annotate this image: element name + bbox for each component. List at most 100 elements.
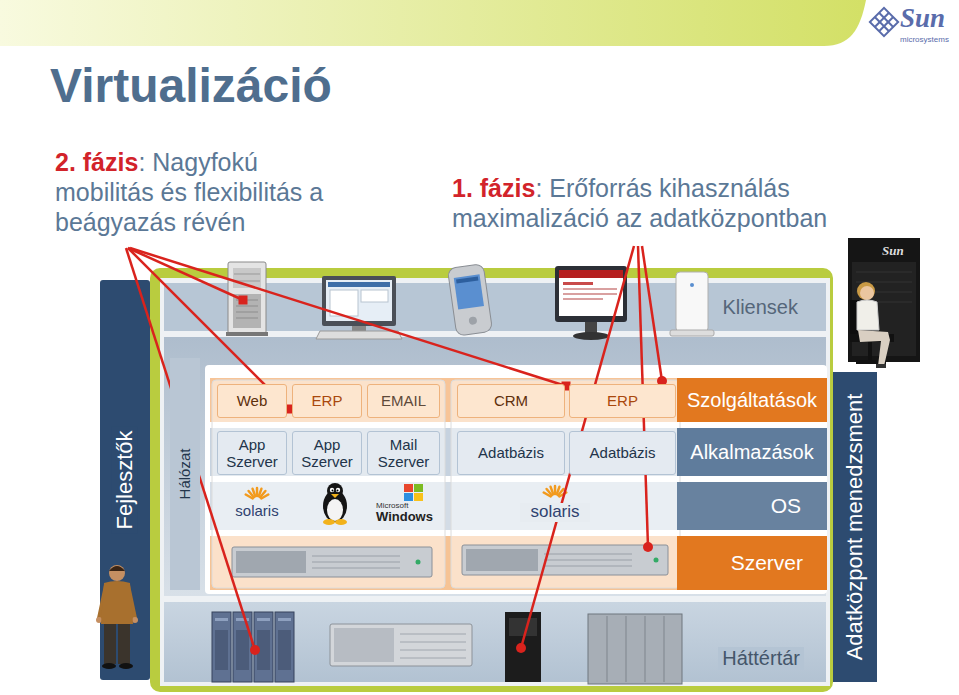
storage-server <box>400 650 466 651</box>
leader-line <box>642 246 662 381</box>
sun-logo-mark <box>875 13 889 27</box>
storage-cluster <box>275 612 294 682</box>
storage-array <box>588 614 682 684</box>
storage-band-fill <box>164 602 826 682</box>
lcd-monitor <box>573 332 609 340</box>
node-label: Háttértár <box>718 647 804 670</box>
linux-penguin <box>337 490 339 492</box>
tower-pc <box>226 262 268 336</box>
rack-server <box>236 551 306 573</box>
client-band: Kliensek <box>164 283 826 331</box>
linux-penguin <box>332 490 334 492</box>
developer-person <box>132 617 138 623</box>
rack-server <box>232 545 668 577</box>
tower-pc <box>234 274 260 275</box>
tower-pc <box>236 318 258 319</box>
rack-server <box>544 554 632 555</box>
node-label: Adatbázis <box>478 444 544 461</box>
storage-array <box>607 616 608 682</box>
application-box: Mail Szerver <box>367 431 440 475</box>
storage-cluster <box>257 618 270 621</box>
desktop-monitor <box>326 280 392 321</box>
leader-line <box>128 248 243 300</box>
desktop-monitor <box>322 276 396 326</box>
layer-band: Szolgáltatások <box>677 378 827 422</box>
service-box: ERP <box>292 384 362 418</box>
layer-band: OS <box>677 482 827 530</box>
rack-server <box>232 547 432 577</box>
desktop-monitor <box>328 282 390 287</box>
storage-band: Háttértár <box>164 602 826 682</box>
phase-note: 1. fázis: Erőforrás kihasználás maximali… <box>452 173 850 233</box>
datacenter-panel <box>164 337 827 596</box>
storage-array <box>626 616 627 682</box>
logo-text: Sun <box>882 244 904 258</box>
thin-client <box>670 330 714 336</box>
storage-server <box>330 624 472 666</box>
developer-band-fill <box>100 280 150 680</box>
node-label: ERP <box>607 392 638 409</box>
rack-server <box>416 560 421 565</box>
lcd-monitor <box>559 270 623 316</box>
tower-pc <box>233 294 261 328</box>
sun-logo-mark <box>879 17 893 31</box>
application-box: App Szerver <box>292 431 362 475</box>
developer-band: Fejlesztők <box>100 280 150 680</box>
thin-client <box>690 283 694 287</box>
solaris-rays <box>253 489 256 497</box>
storage-server <box>400 634 466 635</box>
developer-person <box>96 617 102 623</box>
application-box: Adatbázis <box>569 431 676 475</box>
solaris-rays <box>246 488 269 499</box>
linux-penguin <box>335 519 347 525</box>
lcd-monitor <box>563 288 617 290</box>
tape-library <box>509 618 537 636</box>
storage-server <box>400 642 466 643</box>
slide-title: Virtualizáció <box>50 60 332 113</box>
rack-server <box>312 556 400 557</box>
storage-server <box>334 628 394 662</box>
storage-array <box>664 616 665 682</box>
windows-flag <box>414 493 423 501</box>
developer-person <box>119 663 133 669</box>
tower-pc <box>228 262 266 334</box>
node-label: ERP <box>312 392 343 409</box>
storage-server <box>400 658 466 659</box>
phase-heading: 2. fázis <box>55 148 138 176</box>
node-label: Web <box>237 392 268 409</box>
node-label: Adatközpont menedzsment <box>842 394 868 661</box>
developer-person <box>104 622 116 664</box>
node-label: Fejlesztők <box>112 426 138 533</box>
sun-rack <box>856 272 912 273</box>
lcd-monitor <box>555 266 627 340</box>
storage-cluster <box>236 618 249 621</box>
network-band: Hálózat <box>170 358 200 590</box>
rack-server <box>466 549 538 571</box>
developer-person <box>96 565 138 669</box>
layer-rows <box>210 428 827 476</box>
lcd-monitor <box>559 270 623 278</box>
lcd-monitor <box>563 298 603 300</box>
node-label: EMAIL <box>381 392 426 409</box>
service-box: CRM <box>457 384 565 418</box>
sun-logo-mark <box>870 8 898 36</box>
leader-marker <box>516 643 526 653</box>
linux-penguin <box>327 483 343 499</box>
pda-device <box>447 264 492 336</box>
node-label: Hálózat <box>176 449 194 500</box>
storage-cluster <box>233 612 252 682</box>
lcd-monitor <box>563 282 593 285</box>
node-label: Kliensek <box>718 296 802 319</box>
pda-device <box>447 264 492 336</box>
desktop-monitor <box>352 326 366 331</box>
manager-person <box>876 364 886 368</box>
rack-server <box>544 566 632 567</box>
storage-cluster <box>212 612 231 682</box>
layer-rows <box>210 378 827 590</box>
thin-client <box>670 272 714 336</box>
node-label: Mail Szerver <box>371 436 436 471</box>
linux-penguin <box>336 488 340 492</box>
logo-subtext: microsystems <box>900 36 949 45</box>
rack-server <box>544 560 632 561</box>
developer-person <box>101 581 133 624</box>
